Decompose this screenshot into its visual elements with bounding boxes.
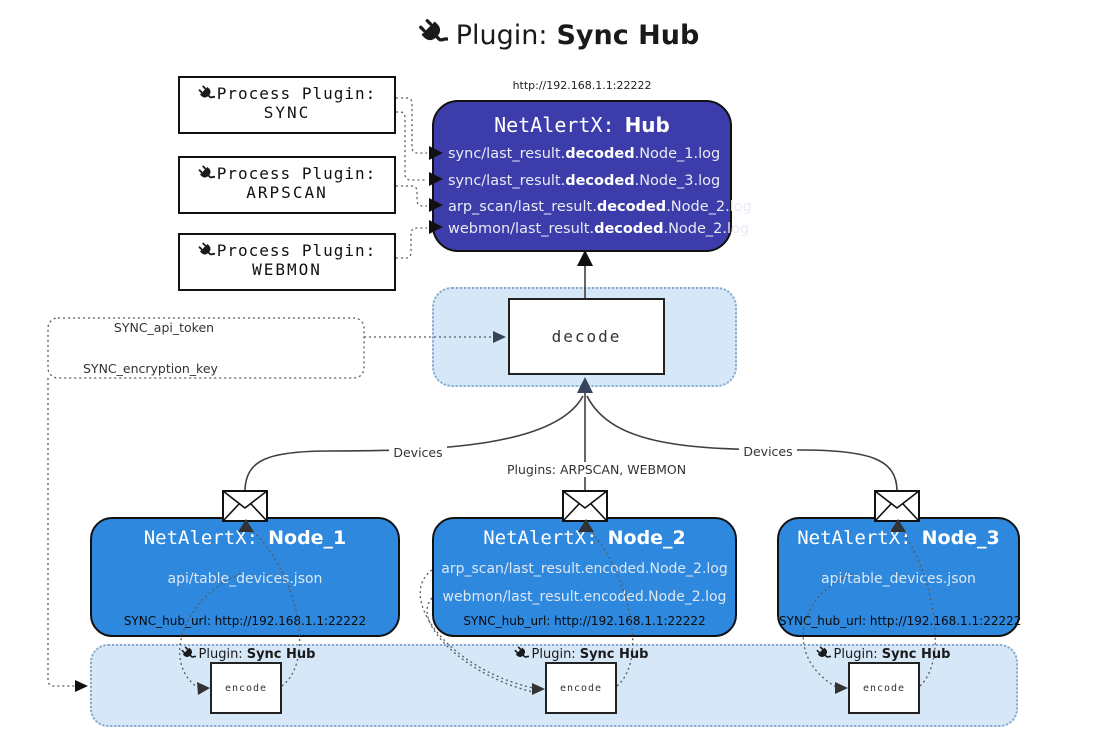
edge-label-devices-right: Devices	[739, 444, 797, 459]
process-plugin-label: Process Plugin:	[216, 164, 377, 183]
envelope-icon	[562, 490, 608, 522]
sync-api-token-label: SYNC_api_token	[108, 320, 220, 335]
hub-log-row: webmon/last_result.decoded.Node_2.log	[448, 221, 750, 237]
title-prefix: Plugin:	[455, 20, 548, 51]
edge-arpscan-hub	[396, 185, 427, 207]
process-plugin-name: WEBMON	[252, 260, 322, 279]
encoder-plugin-label: Plugin:Sync Hub	[803, 646, 963, 662]
node-box-3: NetAlertX:Node_3 api/table_devices.json …	[777, 517, 1022, 637]
node-file: api/table_devices.json	[821, 571, 976, 587]
edge-label-plugins: Plugins: ARPSCAN, WEBMON	[504, 462, 686, 477]
edge-label-devices-left: Devices	[389, 445, 447, 460]
node-file: api/table_devices.json	[167, 571, 323, 587]
process-plugin-box-webmon: Process Plugin: WEBMON	[178, 233, 396, 291]
hub-name-prefix: NetAlertX:	[494, 113, 615, 137]
node-hub-url: SYNC_hub_url: http://192.168.1.1:22222	[779, 614, 1022, 628]
envelope-icon	[874, 490, 920, 522]
hub-title: NetAlertX: Hub	[434, 113, 730, 137]
hub-name: Hub	[624, 113, 670, 137]
process-plugin-label: Process Plugin:	[216, 241, 377, 260]
sync-encryption-key-label: SYNC_encryption_key	[80, 361, 220, 376]
process-plugin-box-arpscan: Process Plugin: ARPSCAN	[178, 156, 396, 214]
process-plugin-name: SYNC	[263, 103, 311, 122]
edge-sync-hub2	[396, 111, 427, 181]
edge-webmon-hub	[396, 227, 427, 259]
node-box-1: NetAlertX:Node_1 api/table_devices.json …	[90, 517, 400, 637]
encoder-plugin-label: Plugin:Sync Hub	[168, 646, 328, 662]
node-file: webmon/last_result.encoded.Node_2.log	[442, 589, 727, 605]
plug-icon	[198, 242, 215, 259]
hub-log-row: sync/last_result.decoded.Node_3.log	[448, 173, 721, 189]
plug-icon	[198, 85, 215, 102]
plug-icon	[418, 18, 448, 48]
plug-icon	[816, 646, 831, 661]
process-plugin-label: Process Plugin:	[216, 84, 377, 103]
process-plugin-name: ARPSCAN	[246, 183, 328, 202]
edge-sync-hub1	[396, 97, 427, 154]
hub-url-label: http://192.168.1.1:22222	[512, 79, 652, 92]
hub-log-row: sync/last_result.decoded.Node_1.log	[448, 146, 721, 162]
node-hub-url: SYNC_hub_url: http://192.168.1.1:22222	[123, 614, 367, 628]
process-plugin-box-sync: Process Plugin: SYNC	[178, 76, 396, 134]
arrowhead-into-hub	[577, 250, 593, 266]
page-title: Plugin: Sync Hub	[0, 18, 1117, 51]
plug-icon	[198, 165, 215, 182]
node-title: NetAlertX:Node_1	[143, 527, 347, 549]
plug-icon	[181, 646, 196, 661]
encode-box: encode	[848, 662, 920, 714]
edge-secrets-encoders	[47, 378, 76, 687]
encoder-plugin-label: Plugin:Sync Hub	[501, 646, 661, 662]
arrowhead-secrets-bar	[75, 680, 88, 692]
node-hub-url: SYNC_hub_url: http://192.168.1.1:22222	[463, 614, 706, 628]
node-file: arp_scan/last_result.encoded.Node_2.log	[441, 561, 728, 577]
node-title: NetAlertX:Node_3	[797, 527, 1000, 549]
encode-box: encode	[545, 662, 617, 714]
title-name: Sync Hub	[556, 20, 700, 51]
plug-icon	[514, 646, 529, 661]
decode-box: decode	[508, 298, 665, 375]
hub-log-row: arp_scan/last_result.decoded.Node_2.log	[448, 199, 752, 215]
node-box-2: NetAlertX:Node_2 arp_scan/last_result.en…	[432, 517, 737, 637]
encode-box: encode	[210, 662, 282, 714]
hub-box: NetAlertX: Hub sync/last_result.decoded.N…	[432, 100, 752, 252]
node-title: NetAlertX:Node_2	[483, 527, 686, 549]
envelope-icon	[222, 490, 268, 522]
